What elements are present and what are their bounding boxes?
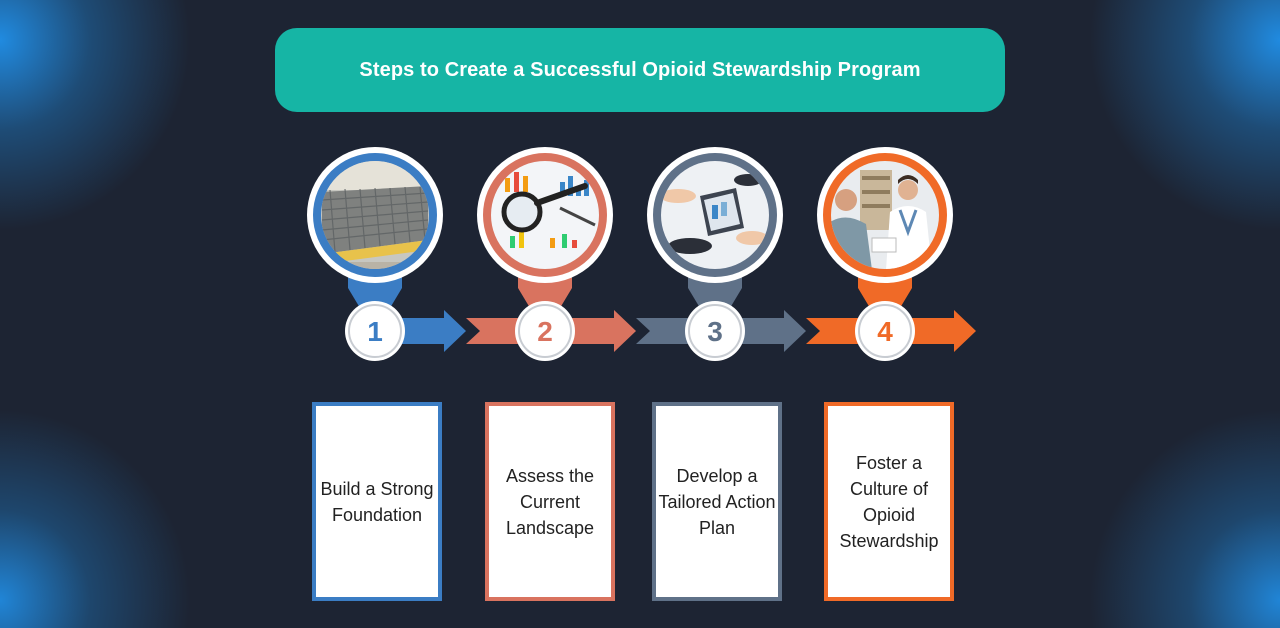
step-2-track (466, 318, 528, 344)
step-2-label: Assess the Current Landscape (505, 465, 595, 538)
step-1 (307, 147, 466, 352)
step-1-badge (345, 301, 405, 361)
step-3 (636, 147, 806, 352)
step-3-number: 3 (707, 316, 723, 347)
magnifier-charts-photo (491, 161, 599, 269)
step-2 (466, 147, 636, 352)
step-4-box: Foster a Culture of Opioid Stewardship (824, 402, 954, 601)
step-1-label: Build a Strong Foundation (320, 478, 434, 525)
step-3-label: Develop a Tailored Action Plan (658, 465, 776, 538)
step-4-number: 4 (877, 316, 893, 347)
step-3-arrow (740, 310, 806, 352)
step-1-arrow (400, 310, 466, 352)
step-2-badge (515, 301, 575, 361)
business-meeting-photo (661, 161, 769, 269)
step-4-label: Foster a Culture of Opioid Stewardship (839, 452, 939, 551)
step-2-number: 2 (537, 316, 553, 347)
title-banner: Steps to Create a Successful Opioid Stew… (275, 28, 1005, 112)
step-4-track (806, 318, 868, 344)
step-2-box: Assess the Current Landscape (485, 402, 615, 601)
step-1-number: 1 (367, 316, 383, 347)
page-title: Steps to Create a Successful Opioid Stew… (359, 58, 921, 81)
step-3-track (636, 318, 698, 344)
step-3-badge (685, 301, 745, 361)
step-4-badge (855, 301, 915, 361)
step-3-box: Develop a Tailored Action Plan (652, 402, 782, 601)
step-4 (806, 147, 976, 352)
step-4-arrow (910, 310, 976, 352)
step-1-box: Build a Strong Foundation (312, 402, 442, 601)
step-2-arrow (570, 310, 636, 352)
